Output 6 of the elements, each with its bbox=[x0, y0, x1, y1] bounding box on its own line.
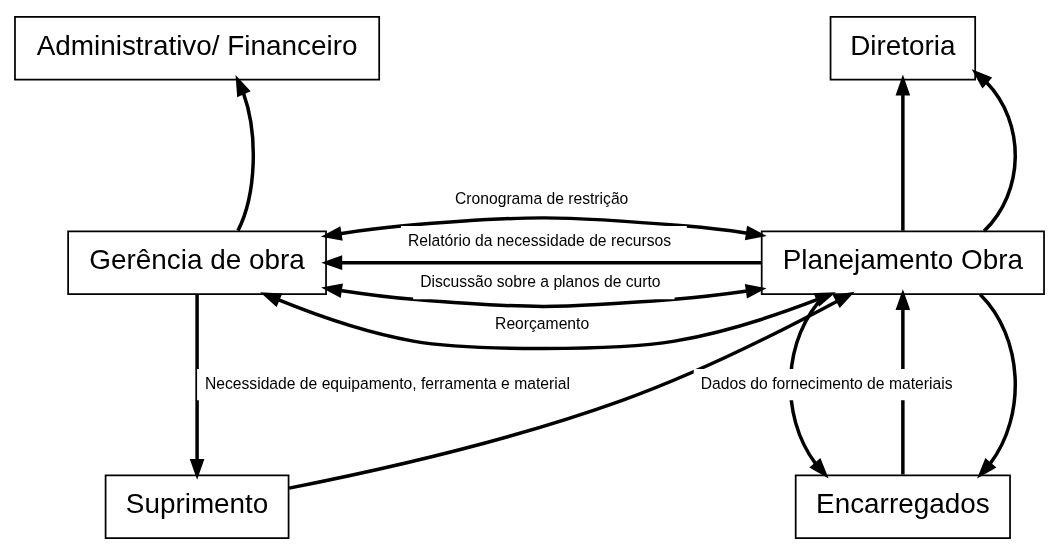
edge-label: Necessidade de equipamento, ferramenta e material bbox=[204, 374, 570, 392]
edge-label: Discussão sobre a planos de curto bbox=[420, 272, 661, 290]
edge-label: Cronograma de restrição bbox=[455, 189, 629, 207]
edge-label: Reorçamento bbox=[495, 314, 590, 332]
edge-label: Dados do fornecimento de materiais bbox=[700, 374, 953, 392]
edge-label: Relatório da necessidade de recursos bbox=[407, 231, 672, 249]
